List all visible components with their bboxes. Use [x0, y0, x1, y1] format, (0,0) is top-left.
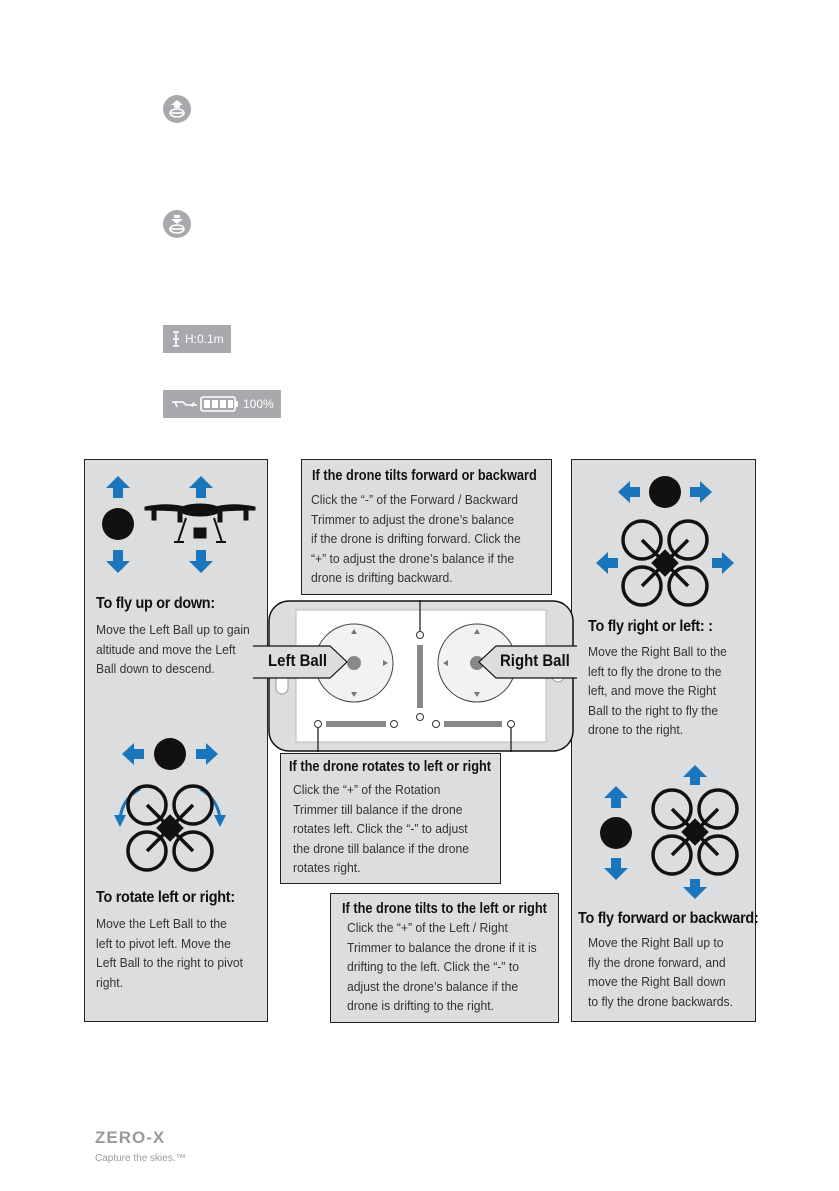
- takeoff-icon: [163, 95, 191, 123]
- callout-rotate-title: If the drone rotates to left or right: [289, 759, 492, 775]
- arrow-down-icon: [106, 550, 213, 573]
- height-value: H:0.1m: [185, 332, 224, 346]
- arrow-right-icon: [690, 481, 734, 574]
- fly-up-down-text: Move the Left Ball up to gain altitude a…: [96, 622, 250, 676]
- callout-tilt-forward-backward-title: If the drone tilts forward or backward: [312, 468, 537, 484]
- rotate-title: To rotate left or right:: [96, 889, 235, 906]
- ball-icon: [649, 476, 681, 508]
- fly-forward-backward-illustration: [600, 765, 739, 899]
- callout-rotate-text: Click the “+” of the Rotation Trimmer ti…: [293, 782, 470, 875]
- fly-left-right-illustration: [596, 476, 734, 607]
- arrow-left-icon: [122, 743, 144, 765]
- rotate-text: Move the Left Ball to the left to pivot …: [96, 916, 244, 990]
- quadcopter-icon: [621, 519, 709, 607]
- drone-battery-icon: [172, 396, 238, 412]
- arrow-left-icon: [596, 481, 640, 574]
- left-ball-label: Left Ball: [268, 651, 328, 670]
- right-ball-tag-shape: [478, 645, 577, 679]
- left-ball-tag-shape: [253, 645, 348, 679]
- callout-tilt-left-right-text: Click the “+” of the Left / Right Trimme…: [347, 920, 537, 1013]
- ball-icon: [600, 817, 632, 849]
- arrow-up-icon: [106, 476, 213, 498]
- fly-up-down-title: To fly up or down:: [96, 595, 215, 612]
- fly-forward-backward-title: To fly forward or backward:: [578, 910, 759, 927]
- right-ball-label: Right Ball: [500, 651, 570, 670]
- fly-right-left-text: Move the Right Ball to the left to fly t…: [588, 644, 727, 737]
- callout-tilt-left-right-title: If the drone tilts to the left or right: [342, 901, 547, 917]
- ball-icon: [154, 738, 186, 770]
- rotation-trimmer: [314, 720, 398, 728]
- rotate-illustration: [114, 738, 226, 872]
- brand-logo: ZERO-X: [95, 1128, 166, 1147]
- arrow-right-icon: [196, 743, 218, 765]
- brand-tagline: Capture the skies.™: [95, 1153, 186, 1164]
- arrow-up-icon: [604, 765, 707, 808]
- fly-right-left-title: To fly right or left: :: [588, 618, 713, 635]
- quadcopter-icon: [651, 788, 739, 876]
- forward-backward-trimmer: [416, 631, 424, 721]
- right-joystick: [437, 623, 517, 703]
- quadcopter-icon: [126, 784, 214, 872]
- callout-tilt-left-right: [330, 893, 559, 1023]
- callout-tilt-forward-backward: [301, 459, 552, 595]
- drone-side-icon: [144, 503, 256, 543]
- callout-tilt-forward-backward-text: Click the “-” of the Forward / Backward …: [311, 492, 521, 585]
- ball-icon: [102, 508, 134, 540]
- fly-up-down-illustration: [102, 476, 256, 573]
- battery-value: 100%: [243, 397, 274, 411]
- arrow-down-icon: [604, 858, 707, 899]
- battery-indicator: 100%: [163, 390, 281, 418]
- left-right-trimmer: [432, 720, 515, 728]
- fly-forward-backward-text: Move the Right Ball up to fly the drone …: [588, 935, 734, 1009]
- callout-rotate: [280, 753, 501, 884]
- height-indicator: H:0.1m: [163, 325, 231, 353]
- height-icon: [173, 331, 179, 347]
- landing-icon: [163, 210, 191, 238]
